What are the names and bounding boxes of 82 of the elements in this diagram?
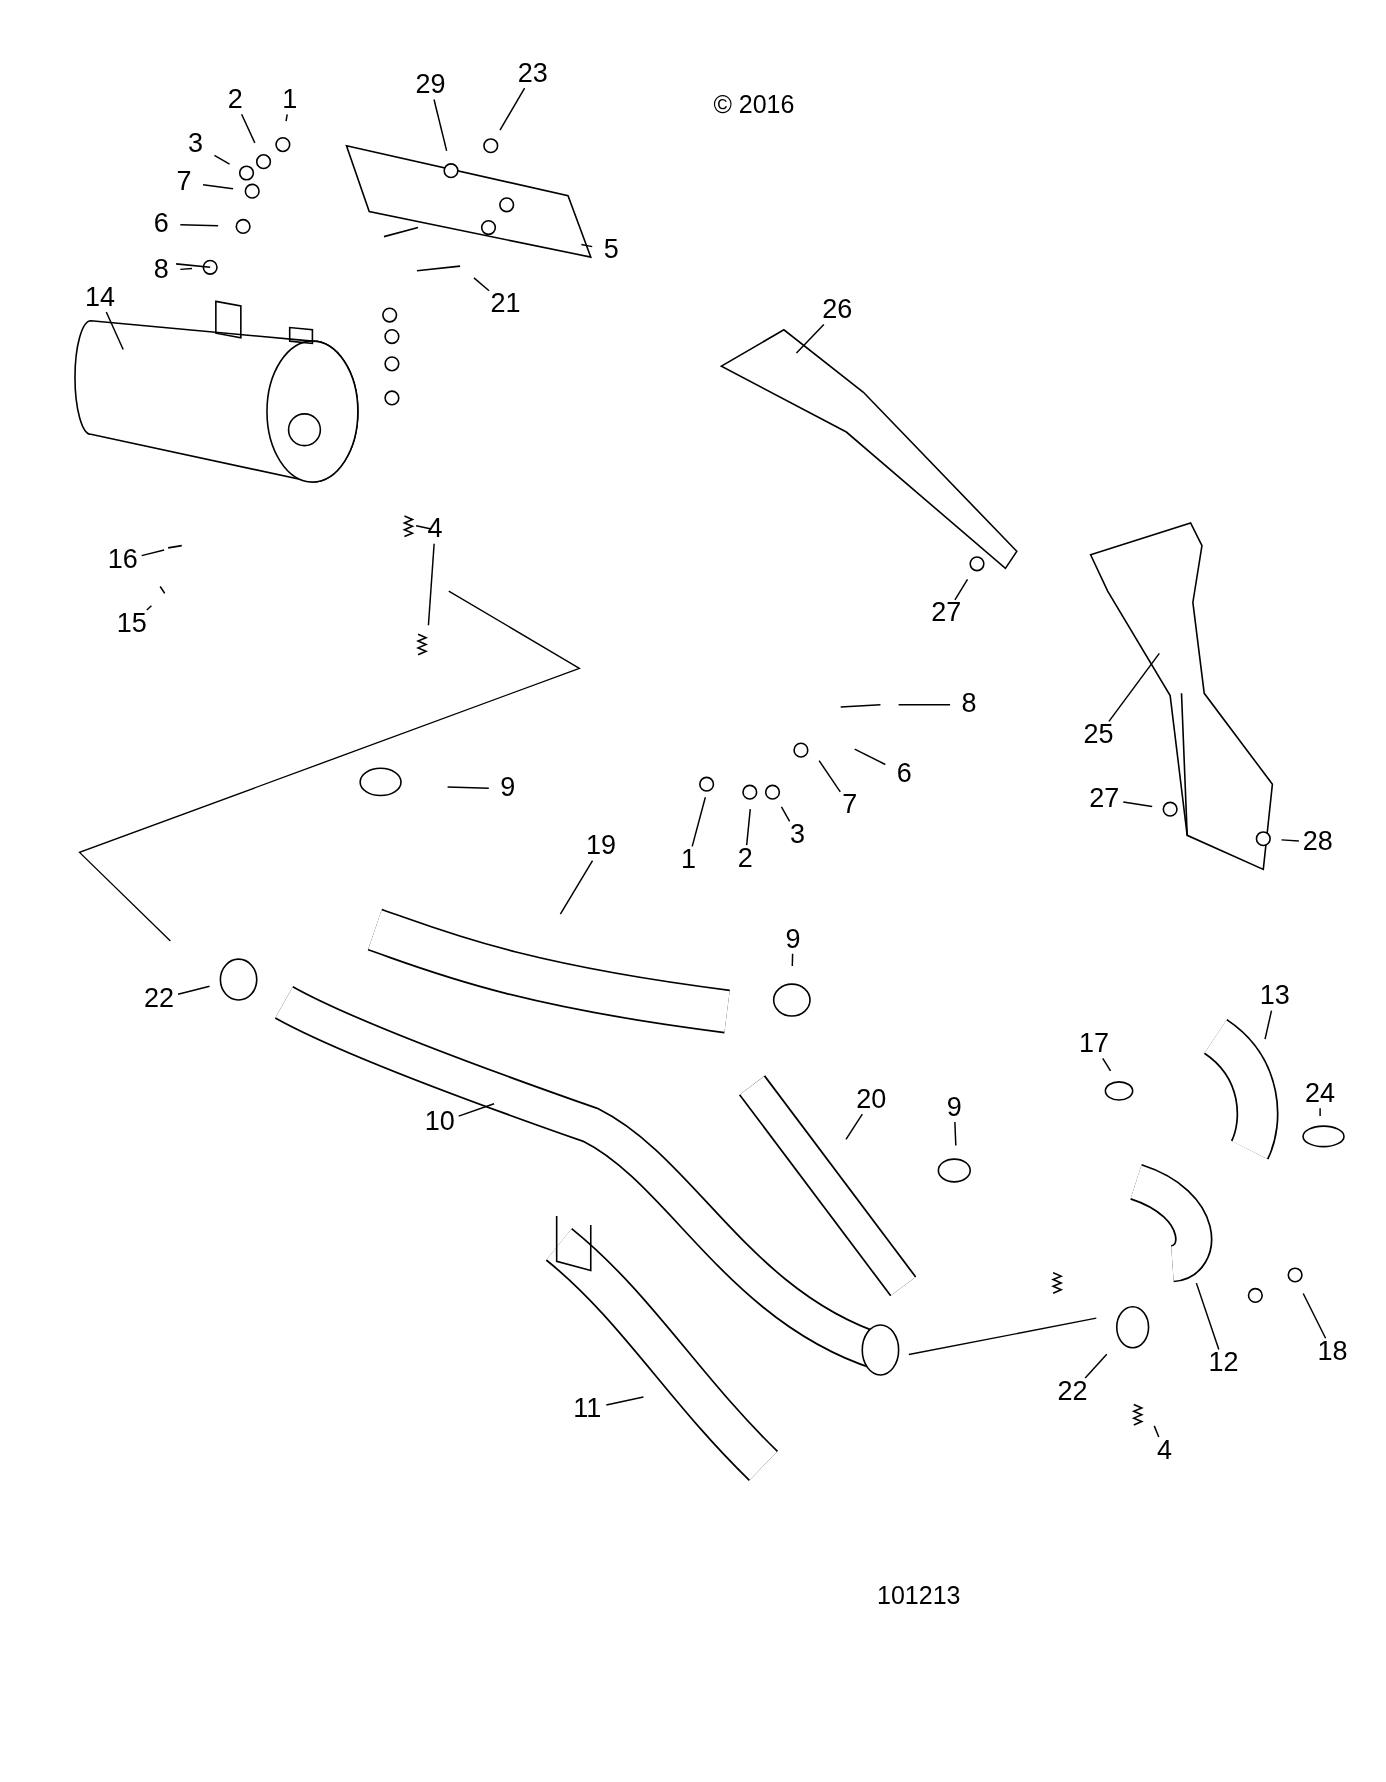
drawing-number: 101213 (877, 1581, 961, 1611)
leader-line (105, 311, 124, 351)
callout-number: 18 (1309, 1335, 1356, 1368)
callout-number: 4 (1141, 1434, 1188, 1467)
callout-number: 13 (1251, 980, 1298, 1013)
callout-number: 8 (138, 254, 185, 287)
callout-number: 2 (722, 842, 769, 875)
leader-line (1153, 1425, 1160, 1438)
leader-line (745, 808, 751, 846)
leader-line (605, 1396, 645, 1406)
copyright-notice: © 2016 (713, 89, 795, 119)
callout-number: 9 (769, 923, 816, 956)
callout-number: 2 (212, 83, 259, 116)
leader-line (499, 87, 526, 131)
leader-line (845, 1113, 864, 1141)
leader-line (140, 549, 165, 557)
callout-number: 27 (923, 597, 970, 630)
callout-number: 28 (1294, 825, 1341, 858)
leader-line (1102, 1057, 1112, 1072)
callout-number: 5 (588, 233, 635, 266)
leader-line (1084, 1353, 1108, 1379)
leader-line (1108, 652, 1161, 723)
leader-line (795, 323, 825, 354)
callout-number: 22 (136, 982, 183, 1015)
callout-number: 7 (161, 165, 208, 198)
leader-line (559, 859, 594, 915)
leader-line (954, 578, 969, 601)
callout-number: 25 (1075, 719, 1122, 752)
leader-line (691, 796, 707, 848)
leader-line (1264, 1009, 1273, 1040)
callout-number: 24 (1297, 1078, 1344, 1110)
callout-number: 1 (665, 844, 712, 876)
callout-number: 22 (1049, 1375, 1096, 1408)
leader-line (1302, 1292, 1327, 1339)
callout-number: 9 (484, 772, 531, 805)
callout-number: 4 (412, 513, 459, 546)
callout-number: 9 (931, 1091, 978, 1124)
leader-line (285, 113, 288, 122)
leader-line (818, 759, 841, 793)
leader-line (179, 223, 219, 227)
leader-line (853, 748, 887, 766)
callout-number: 11 (564, 1392, 611, 1425)
callout-number: 14 (76, 281, 123, 314)
leader-line (954, 1121, 957, 1147)
callout-number: 15 (108, 607, 155, 640)
callout-number: 19 (577, 830, 624, 863)
callout-number: 26 (814, 294, 861, 327)
callout-number: 3 (172, 128, 219, 161)
callout-number: 1 (266, 83, 313, 116)
callout-number: 20 (848, 1083, 895, 1116)
callout-number: 23 (509, 57, 556, 90)
leader-line (1195, 1282, 1220, 1351)
callout-number: 8 (946, 688, 993, 721)
leader-line (473, 277, 490, 292)
callout-number: 27 (1081, 782, 1128, 815)
leader-line (791, 953, 794, 967)
leader-line (427, 543, 435, 626)
callout-number: 10 (416, 1106, 463, 1139)
leader-line (1319, 1107, 1321, 1117)
leader-line (780, 806, 791, 823)
callout-number: 29 (407, 69, 454, 102)
callout-number: 17 (1071, 1028, 1117, 1061)
leader-line (146, 605, 153, 611)
leader-line (240, 113, 256, 144)
leader-line (1280, 839, 1300, 842)
callout-number: 3 (774, 819, 821, 851)
callout-number: 7 (826, 789, 873, 822)
leader-line (177, 985, 211, 995)
leader-line (446, 786, 490, 789)
callout-number: 12 (1200, 1347, 1247, 1380)
leader-line (457, 1103, 495, 1117)
leader-line (1122, 801, 1153, 808)
callout-number: 16 (99, 544, 146, 577)
leader-line (433, 98, 448, 152)
leader-line (897, 703, 951, 706)
callout-number: 6 (881, 757, 928, 790)
leader-line (213, 154, 231, 165)
leader-line (202, 183, 234, 190)
callout-number: 6 (138, 207, 185, 240)
leader-line (580, 243, 593, 248)
leader-line (179, 267, 193, 271)
callout-number: 21 (482, 288, 529, 321)
